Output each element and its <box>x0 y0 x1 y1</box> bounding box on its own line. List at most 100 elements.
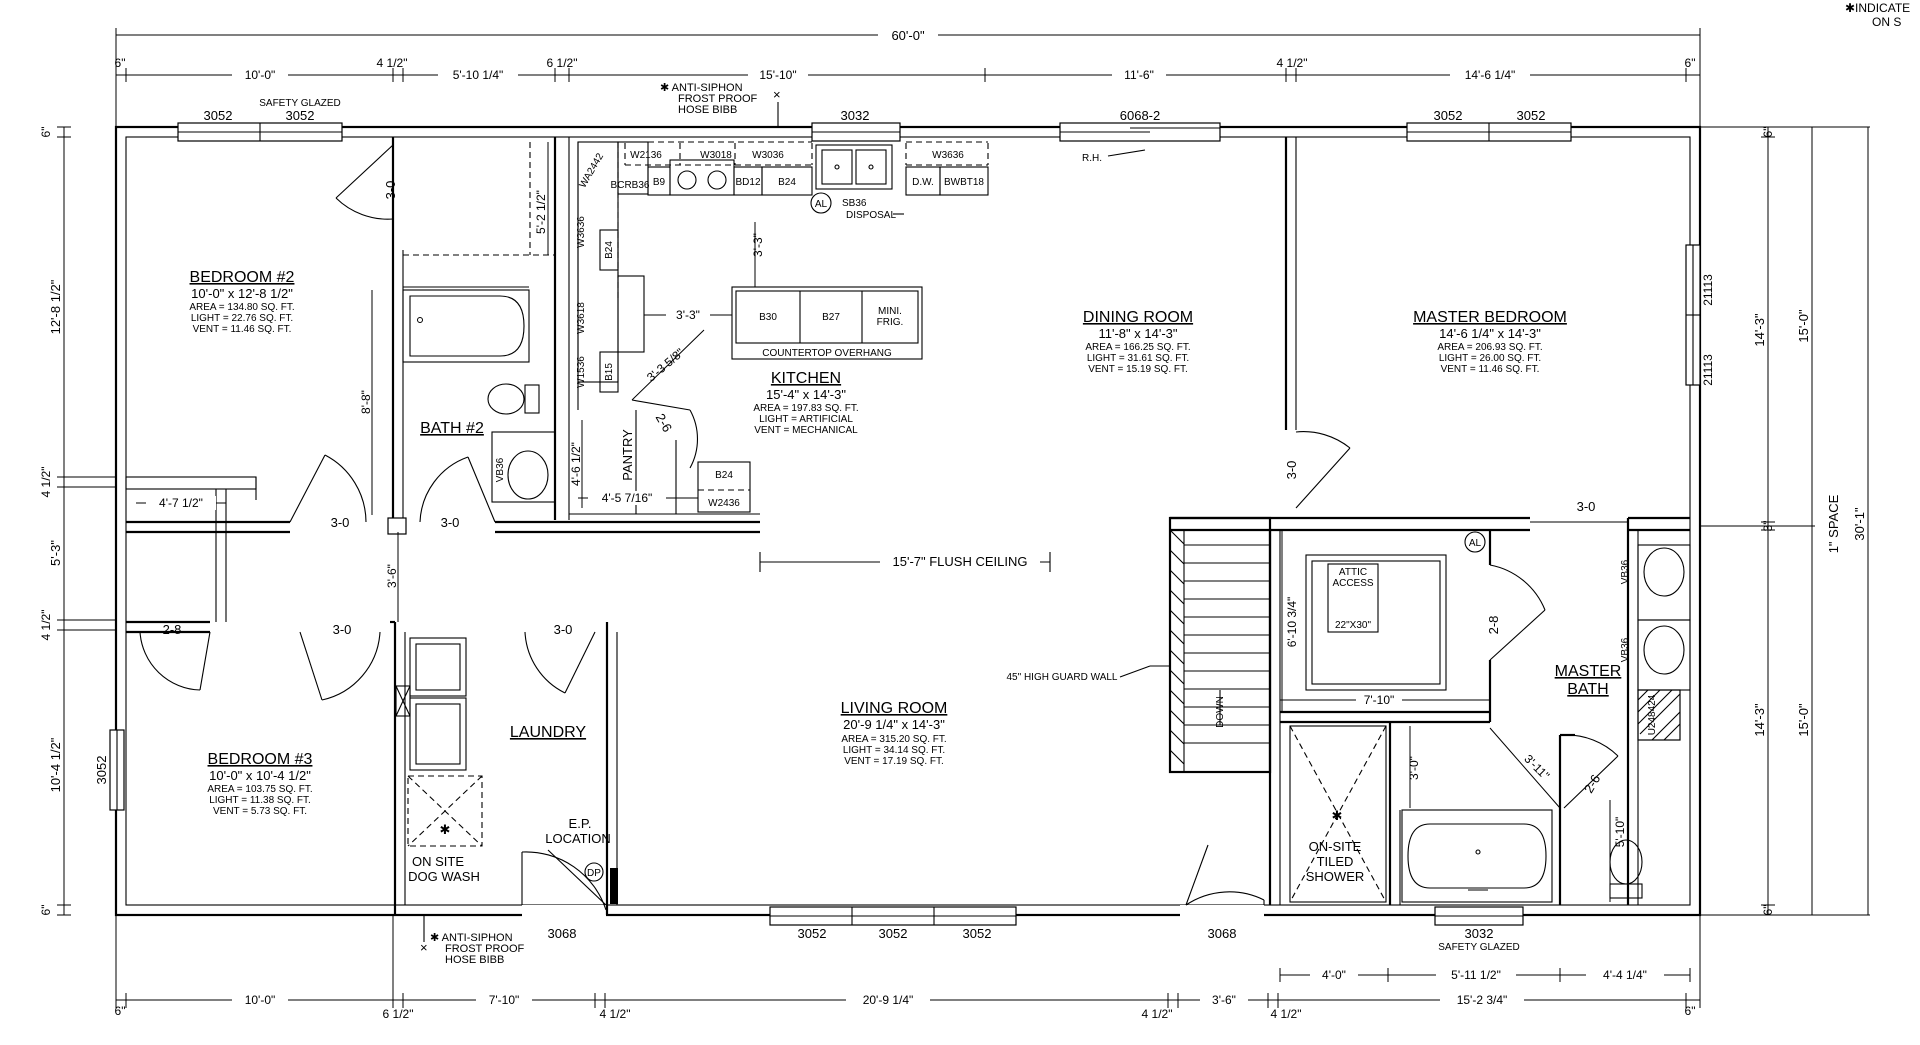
guard-wall-note: 45" HIGH GUARD WALL <box>1007 672 1118 683</box>
room-name-bedroom3: BEDROOM #3 <box>208 751 313 768</box>
window-right-2: 21113 <box>1701 354 1715 386</box>
left-dim-2: 12'-8 1/2" <box>48 279 63 334</box>
shower-3: SHOWER <box>1306 869 1365 884</box>
room-name-dining: DINING ROOM <box>1083 309 1193 326</box>
hose-bibb-top-mark: × <box>773 87 781 102</box>
cab-wa2442: WA2442 <box>578 151 607 190</box>
room-name-kitchen: KITCHEN <box>771 370 841 387</box>
dog-wash-2: DOG WASH <box>408 869 480 884</box>
room-name-pantry: PANTRY <box>620 429 635 481</box>
cab-w3618: W3618 <box>576 302 587 334</box>
door-swing-bedroom2-closet: 3-0 <box>383 181 398 200</box>
al-master: AL <box>1469 538 1482 549</box>
room-name-master-bath-1: MASTER <box>1555 663 1622 680</box>
shower-star: ✱ <box>1332 808 1343 823</box>
kitchen-dim-3: 3'-3" <box>676 308 700 322</box>
closet-dim: 7'-10" <box>1364 693 1395 707</box>
room-vent-bedroom2: VENT = 11.46 SQ. FT. <box>193 324 292 335</box>
overall-depth-label: 30'-1" <box>1852 507 1867 541</box>
island-b30: B30 <box>759 312 777 323</box>
window-right-1: 21113 <box>1701 274 1715 306</box>
room-name-bedroom2: BEDROOM #2 <box>190 269 295 286</box>
room-kitchen: KITCHEN 15'-4" x 14'-3" AREA = 197.83 SQ… <box>753 370 858 436</box>
right-dim-7: 15'-0" <box>1796 703 1811 737</box>
window-top-1: 3052 <box>204 108 233 123</box>
cab-sb36: SB36 <box>842 198 867 209</box>
interior-doors: 3-0 3-0 3-0 2-8 3-0 3-0 3-0 3-0 2-6 <box>139 144 1628 809</box>
rear-door-label: 3068 <box>1208 926 1237 941</box>
bottom-dim-1: 6" <box>115 1004 126 1018</box>
top-dim-4: 5'-10 1/4" <box>453 68 504 82</box>
cab-bcrb36: BCRB36 <box>611 180 650 191</box>
top-dim-5: 6 1/2" <box>547 56 578 70</box>
hose-bibb-top: ✱ ANTI-SIPHON FROST PROOF HOSE BIBB × <box>660 82 781 127</box>
bottom-dim-3: 6 1/2" <box>383 1007 414 1021</box>
rear-door: 3068 <box>1180 844 1265 941</box>
bottom-dim-10: 15'-2 3/4" <box>1457 993 1508 1007</box>
hose-bibb-bottom: × ✱ ANTI-SIPHON FROST PROOF HOSE BIBB <box>420 915 525 966</box>
room-name-laundry: LAUNDRY <box>510 724 587 741</box>
room-name-master-bath-2: BATH <box>1567 681 1608 698</box>
door-swing-closet: 2-8 <box>1486 616 1501 635</box>
attic-1: ATTIC <box>1339 567 1367 578</box>
window-top-2: 3052 <box>286 108 315 123</box>
bottom-sub-dim-2: 5'-11 1/2" <box>1451 968 1501 982</box>
room-size-bedroom2: 10'-0" x 12'-8 1/2" <box>191 286 293 301</box>
cab-b24: B24 <box>778 177 796 188</box>
room-vent-kitchen: VENT = MECHANICAL <box>754 425 858 436</box>
top-dim-10: 6" <box>1685 56 1696 70</box>
cab-bd12: BD12 <box>735 177 760 188</box>
island-frig: FRIG. <box>877 317 904 328</box>
kitchen-dim-9: 3'-6" <box>385 564 399 588</box>
window-left: 3052 <box>94 756 109 785</box>
room-size-dining: 11'-8" x 14'-3" <box>1099 326 1178 341</box>
hose-bibb-top-2: FROST PROOF <box>678 93 758 105</box>
hose-bibb-bottom-3: HOSE BIBB <box>445 954 504 966</box>
room-name-bath2: BATH #2 <box>420 420 484 437</box>
rh-label: R.H. <box>1082 153 1102 164</box>
left-dim-7: 6" <box>39 905 53 916</box>
safety-glazed-bottom: SAFETY GLAZED <box>1438 942 1520 953</box>
closet-attic: AL ATTIC ACCESS 22"X30" 7'-10" <box>1280 531 1490 707</box>
room-light-living: LIGHT = 34.14 SQ. FT. <box>843 745 945 756</box>
island-b27: B27 <box>822 312 840 323</box>
bottom-dim-4: 7'-10" <box>489 993 520 1007</box>
overall-width-dimension: 60'-0" <box>115 26 1701 130</box>
left-window: 3052 <box>94 729 125 811</box>
right-dim-1: 6" <box>1761 127 1775 138</box>
room-bedroom3: BEDROOM #3 10'-0" x 10'-4 1/2" AREA = 10… <box>207 751 312 817</box>
room-area-kitchen: AREA = 197.83 SQ. FT. <box>753 403 858 414</box>
hose-bibb-bottom-mark: × <box>420 940 428 955</box>
window-bottom-2: 3052 <box>879 926 908 941</box>
legend-note-2: ON S <box>1872 15 1901 29</box>
room-area-bedroom3: AREA = 103.75 SQ. FT. <box>207 784 312 795</box>
top-dimension-chain: 6" 10'-0" 4 1/2" 5'-10 1/4" 6 1/2" 15'-1… <box>115 56 1701 82</box>
room-area-living: AREA = 315.20 SQ. FT. <box>841 734 946 745</box>
room-light-kitchen: LIGHT = ARTIFICIAL <box>759 414 853 425</box>
bath2-fixtures: VB36 <box>402 142 556 503</box>
door-swing-master-bath: 3-0 <box>1577 499 1596 514</box>
notes-living: 15'-7" FLUSH CEILING 45" HIGH GUARD WALL <box>759 552 1170 683</box>
door-swing-wc: 2-6 <box>1581 772 1603 796</box>
room-area-master: AREA = 206.93 SQ. FT. <box>1437 342 1542 353</box>
room-light-bedroom2: LIGHT = 22.76 SQ. FT. <box>191 313 293 324</box>
kitchen-dim-5: 8'-8" <box>359 390 373 414</box>
cab-w3018: W3018 <box>700 150 732 161</box>
room-size-living: 20'-9 1/4" x 14'-3" <box>843 717 945 732</box>
room-bedroom2: BEDROOM #2 10'-0" x 12'-8 1/2" AREA = 13… <box>189 269 294 335</box>
cab-bwbt18: BWBT18 <box>944 177 984 188</box>
door-swing-bedroom2: 3-0 <box>331 515 350 530</box>
left-dim-1: 6" <box>39 127 53 138</box>
hose-bibb-bottom-2: FROST PROOF <box>445 943 525 955</box>
room-dining: DINING ROOM 11'-8" x 14'-3" AREA = 166.2… <box>1083 309 1193 375</box>
kitchen-dim-1: 5'-2 1/2" <box>534 190 548 234</box>
legend-note-1: ✱INDICATE <box>1845 1 1910 15</box>
exterior-walls <box>114 125 1702 917</box>
cab-dw: D.W. <box>912 177 934 188</box>
bottom-dim-6: 20'-9 1/4" <box>863 993 914 1007</box>
dog-wash-1: ON SITE <box>412 854 464 869</box>
left-dimension-chain: 6" 12'-8 1/2" 4 1/2" 5'-3" 4 1/2" 10'-4 … <box>39 126 116 916</box>
window-top-3: 3032 <box>841 108 870 123</box>
bath-dim-2: 3'-11" <box>1521 752 1552 783</box>
right-dim-5: 6" <box>1761 905 1775 916</box>
